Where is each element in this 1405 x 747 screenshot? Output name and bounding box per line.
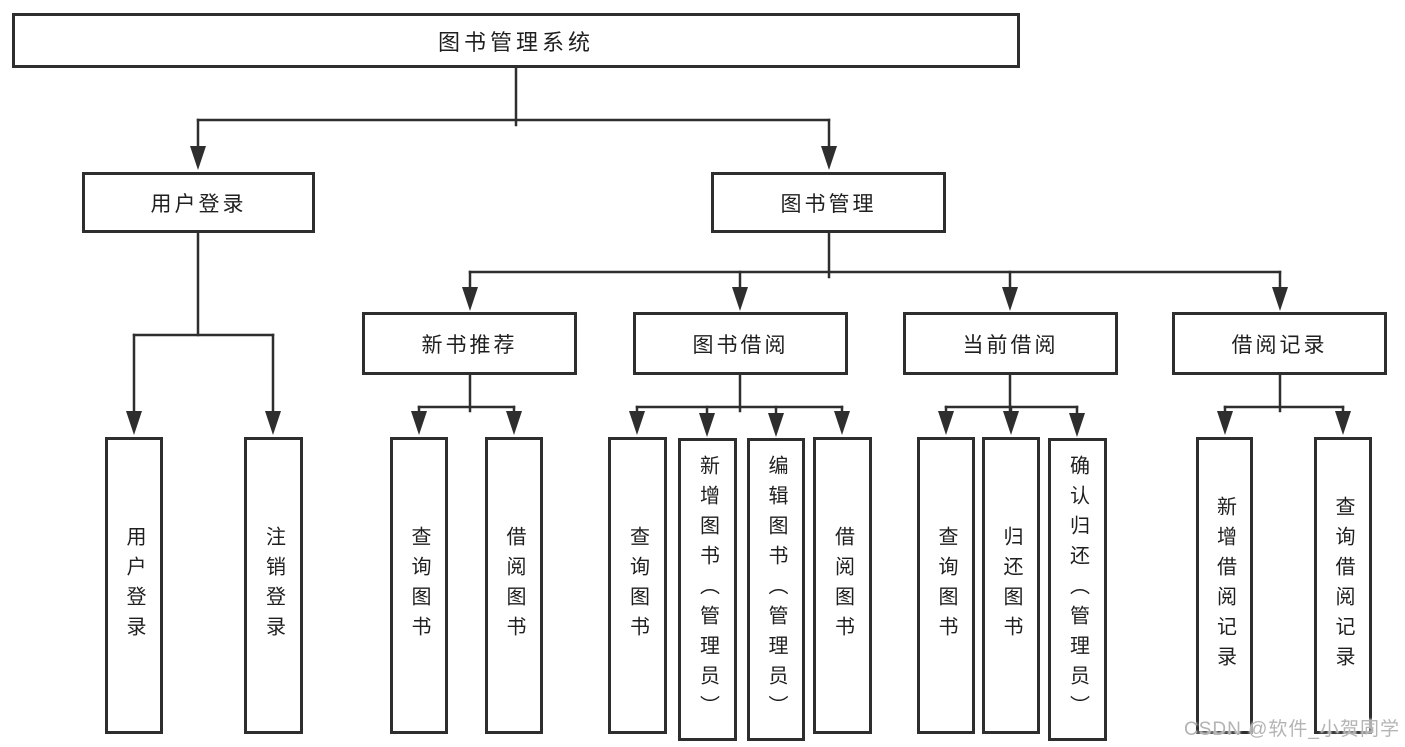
node-label: 新增图书（管理员） (696, 454, 719, 725)
csdn-watermark: CSDN @软件_小贺同学 (1184, 719, 1400, 740)
node-book-borrowing: 图书借阅 (633, 312, 848, 375)
node-label: 借阅图书 (831, 525, 854, 646)
node-label: 用户登录 (150, 192, 247, 216)
node-label: 借阅记录 (1231, 333, 1328, 357)
node-label: 用户登录 (123, 525, 145, 646)
node-label: 查询图书 (408, 525, 430, 646)
node-borrowing-records: 借阅记录 (1172, 312, 1387, 375)
node-label: 注销登录 (262, 525, 285, 646)
node-label: 查询借阅记录 (1332, 495, 1354, 676)
leaf-confirm-return-admin: 确认归还（管理员） (1048, 438, 1107, 741)
node-label: 归还图书 (1000, 525, 1022, 646)
node-library-management-system: 图书管理系统 (12, 13, 1020, 68)
leaf-query-books-current: 查询图书 (917, 437, 975, 734)
node-label: 查询图书 (935, 525, 957, 646)
node-label: 新增借阅记录 (1213, 495, 1236, 676)
leaf-query-books-borrow: 查询图书 (608, 437, 667, 734)
node-label: 编辑图书（管理员） (765, 454, 787, 725)
node-label: 确认归还（管理员） (1066, 454, 1089, 725)
node-current-borrowing: 当前借阅 (903, 312, 1118, 375)
leaf-add-borrow-record: 新增借阅记录 (1196, 437, 1253, 734)
leaf-borrow-books-recommend: 借阅图书 (485, 437, 543, 734)
node-new-book-recommendation: 新书推荐 (362, 312, 577, 375)
node-label: 新书推荐 (421, 333, 518, 357)
node-book-management: 图书管理 (711, 172, 946, 233)
node-user-login: 用户登录 (82, 172, 315, 233)
leaf-borrow-books: 借阅图书 (813, 437, 872, 734)
leaf-query-borrow-record: 查询借阅记录 (1314, 437, 1372, 734)
node-label: 当前借阅 (962, 333, 1059, 357)
leaf-user-login: 用户登录 (105, 437, 163, 734)
leaf-return-books: 归还图书 (982, 437, 1040, 734)
node-label: 借阅图书 (503, 525, 525, 646)
node-label: 图书管理 (780, 192, 877, 216)
node-label: 图书管理系统 (437, 29, 594, 55)
leaf-query-books-recommend: 查询图书 (390, 437, 448, 734)
leaf-logout: 注销登录 (244, 437, 303, 734)
leaf-edit-books-admin: 编辑图书（管理员） (747, 438, 805, 741)
leaf-add-books-admin: 新增图书（管理员） (678, 438, 737, 741)
node-label: 查询图书 (626, 525, 649, 646)
node-label: 图书借阅 (692, 333, 789, 357)
